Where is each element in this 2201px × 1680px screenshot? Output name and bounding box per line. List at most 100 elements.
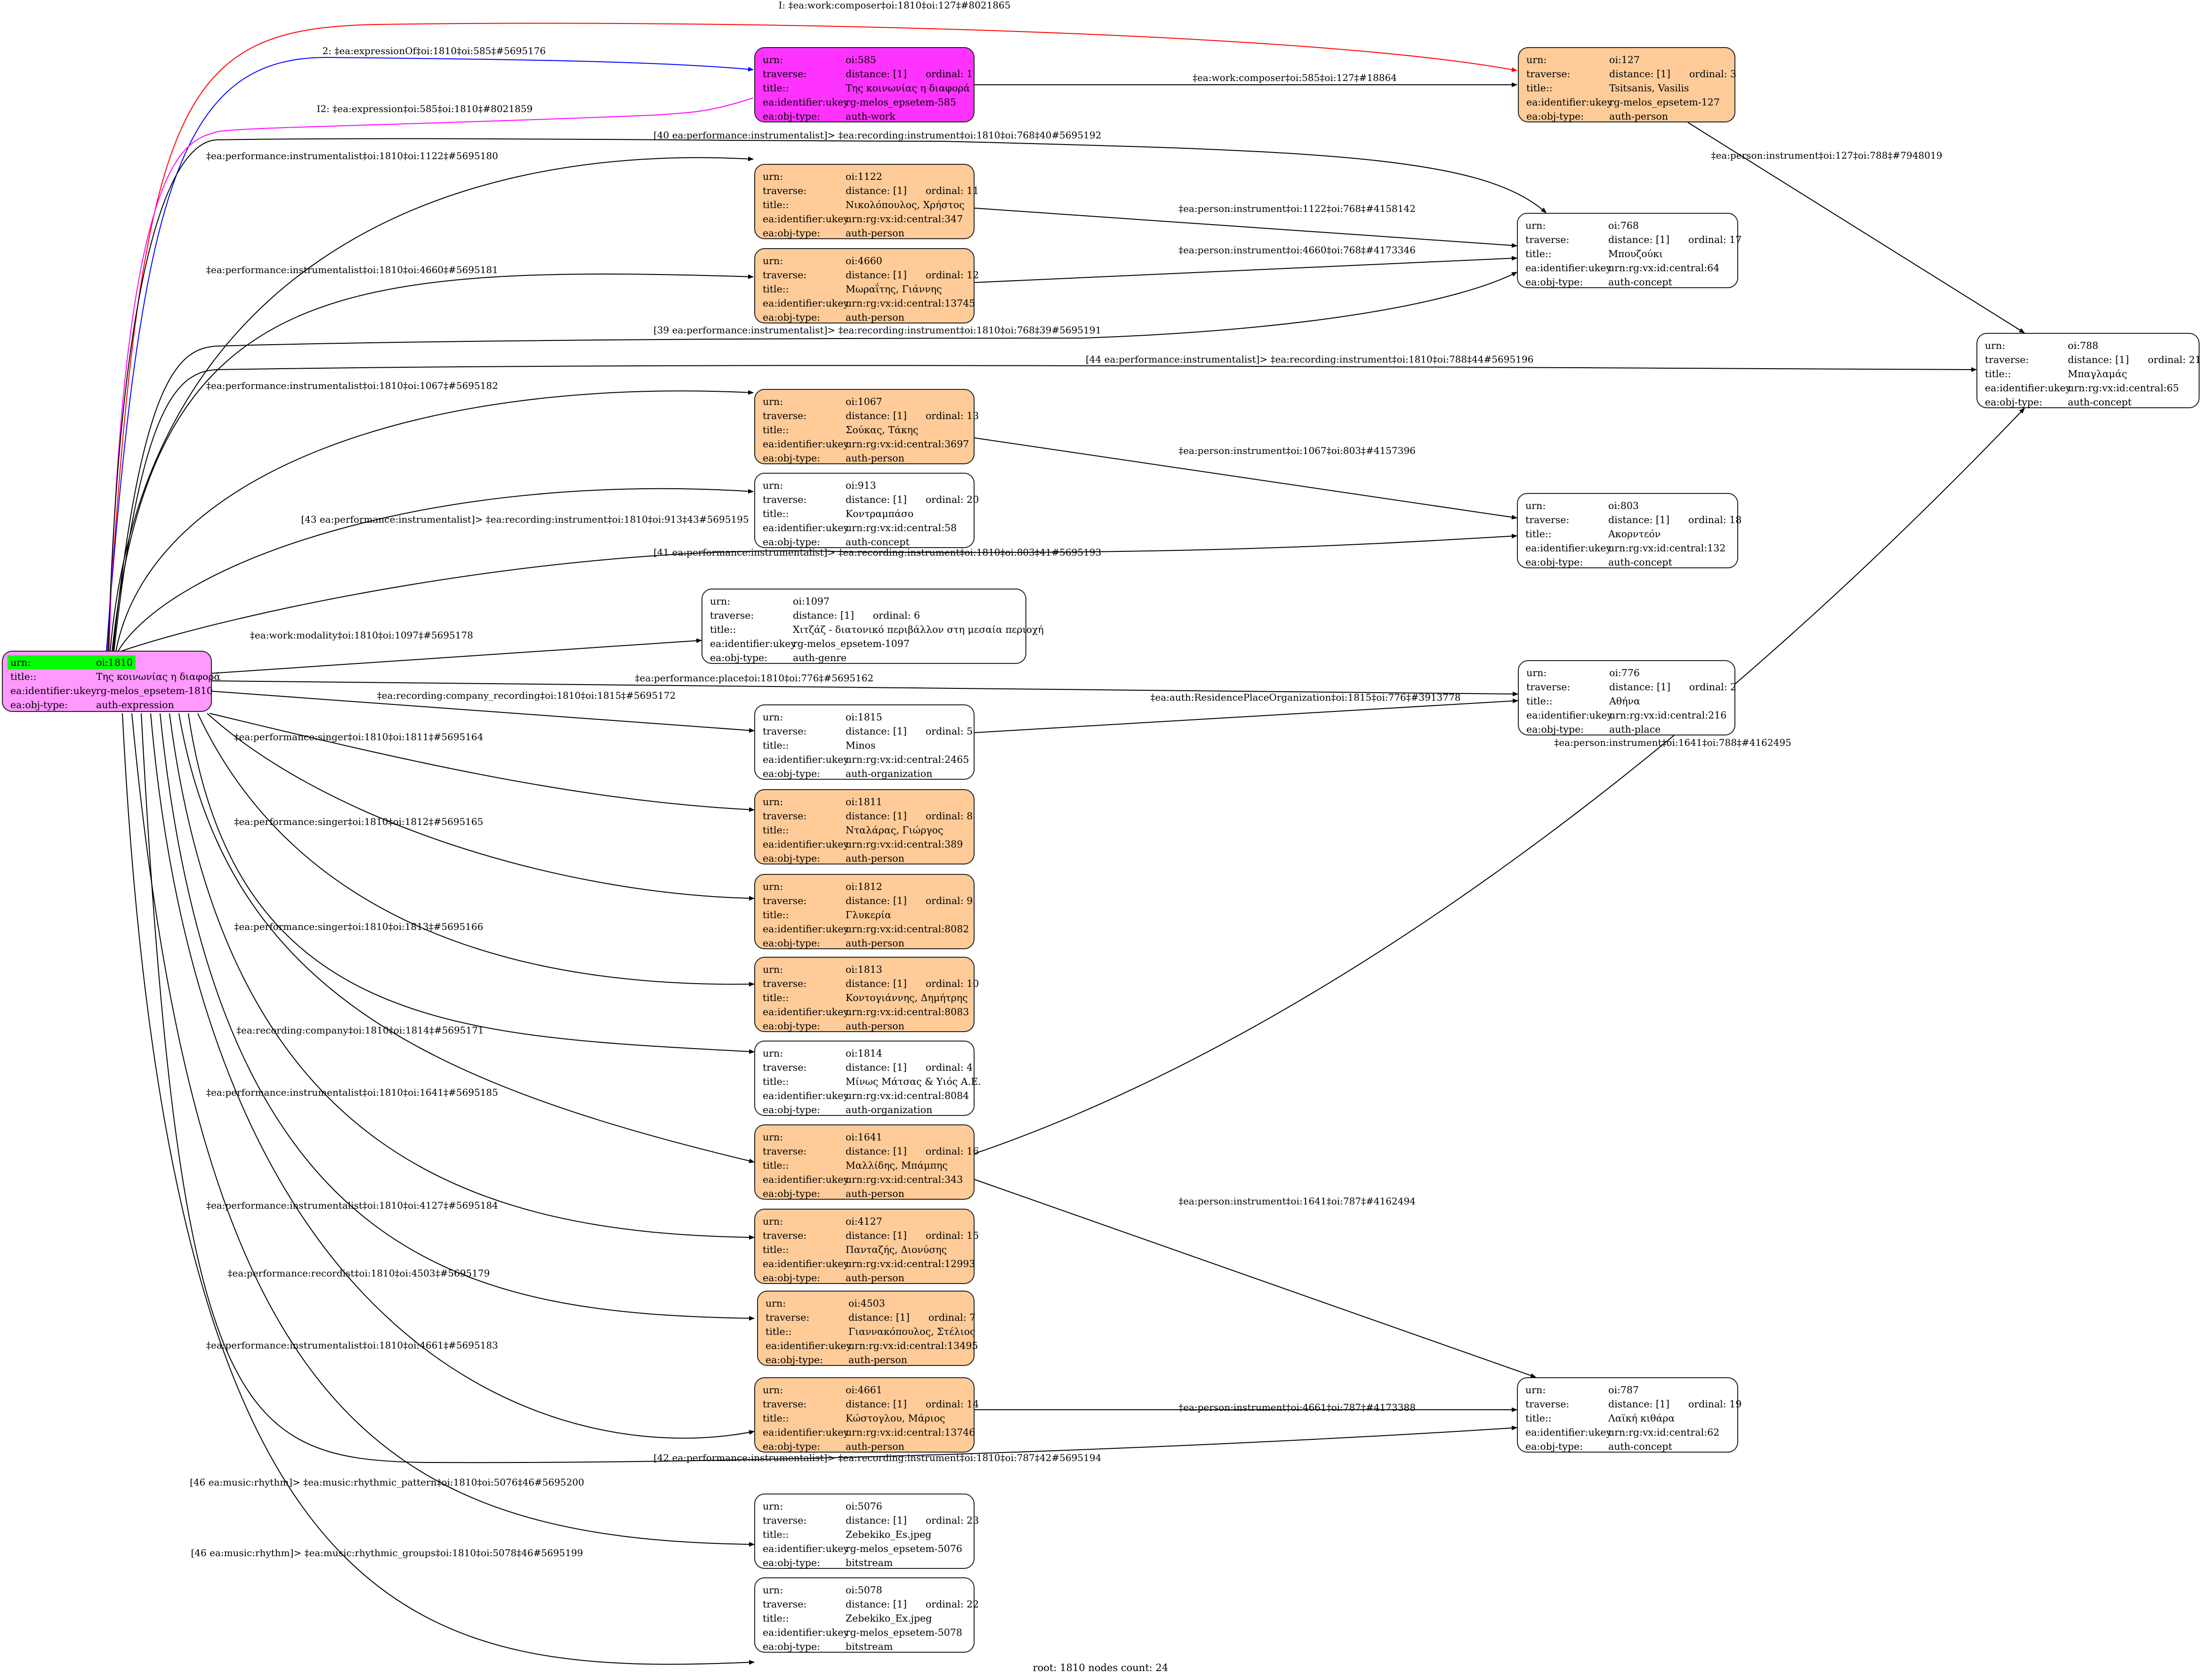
node-row-objtype: ea:obj-type:auth-concept [1525,555,1730,569]
objtype-value: auth-organization [846,768,933,779]
distance-value: distance: [1] [1609,681,1670,693]
field-label: traverse: [1525,514,1570,525]
title-value: Zebekiko_Es.jpeg [846,1529,932,1540]
edge-paths [106,23,2025,1665]
ordinal-value: ordinal: 5 [925,726,973,737]
title-value: Γλυκερία [846,909,892,921]
title-value: Μπουζούκι [1608,248,1663,259]
urn-value: oi:4503 [848,1298,885,1309]
field-label: ea:identifier:ukey [763,1543,849,1554]
node-row-title: title::Σούκας, Τάκης [763,423,966,437]
field-label: title:: [763,1613,789,1624]
field-label: ea:obj-type: [763,1641,820,1652]
edge-label: ‡ea:person:instrument‡oi:4661‡oi:787‡#41… [1178,1402,1416,1413]
node-row-urn: urn:oi:4660 [763,254,966,268]
urn-value: oi:1814 [846,1048,882,1059]
ukey-value: urn:rg:vx:id:central:13746 [846,1427,976,1438]
node-row-objtype: ea:obj-type:auth-person [763,1019,966,1033]
field-label: traverse: [763,494,807,505]
field-label: title:: [763,1076,789,1087]
node-row-traverse: traverse:distance: [1]ordinal: 11 [763,184,979,198]
field-label: traverse: [763,978,807,989]
field-label: ea:identifier:ukey [1526,97,1612,108]
edge-label: ‡ea:performance:singer‡oi:1810‡oi:1811‡#… [234,731,484,743]
node-row-traverse: traverse:distance: [1]ordinal: 18 [1525,513,1741,527]
ukey-value: urn:rg:vx:id:central:343 [846,1174,963,1185]
node-row-title: title::Μαλλίδης, Μπάμπης [763,1158,966,1172]
node-row-title: title::Κώστογλου, Μάριος [763,1411,966,1425]
distance-value: distance: [1] [846,1398,907,1410]
field-label: traverse: [763,810,807,822]
node-row-objtype: ea:obj-type:auth-person [763,1187,966,1201]
urn-value: oi:1810 [94,655,136,670]
node-row-urn: urn:oi:913 [763,478,966,493]
ukey-value: rg-melos_epsetem-585 [846,97,956,108]
field-label: ea:identifier:ukey [10,685,97,696]
objtype-value: auth-expression [96,699,174,711]
field-label: urn: [763,1216,783,1227]
edge-label: [41 ea:performance:instrumentalist]> ‡ea… [653,547,1101,558]
node-row-traverse: traverse:distance: [1]ordinal: 21 [1985,353,2201,367]
field-label: ea:identifier:ukey [1525,1427,1612,1438]
node-row-title: title::Λαϊκή κιθάρα [1525,1411,1730,1425]
urn-value: oi:4127 [846,1216,882,1227]
field-label: urn: [763,796,783,808]
field-label: ea:obj-type: [1525,276,1583,288]
urn-value: oi:4661 [846,1384,882,1396]
field-label: ea:obj-type: [763,853,820,864]
field-label: urn: [763,881,783,892]
edge-n1641-to-n787 [974,1179,1536,1378]
field-label: ea:identifier:ukey [763,97,849,108]
field-label: ea:identifier:ukey [1525,542,1612,554]
node-row-urn: urn: oi:1814 [763,1046,966,1060]
ordinal-value: ordinal: 17 [1688,234,1742,245]
title-value: Κοντραμπάσο [846,508,914,519]
field-label: urn: [763,1048,783,1059]
objtype-value: auth-person [846,1020,904,1032]
field-label: traverse: [1526,681,1571,693]
edge-label: ‡ea:person:instrument‡oi:4660‡oi:768‡#41… [1178,244,1416,256]
root-node[interactable]: urn: oi:1810 title:: Της κοινωνίας η δια… [2,651,220,712]
edge-root-to-n4127 [169,713,755,1240]
objtype-value: bitstream [846,1641,893,1652]
title-value: Κοντογιάννης, Δημήτρης [846,992,968,1003]
title-value: Πανταζής, Διονύσης [846,1244,947,1255]
node-row-traverse: traverse:distance: [1]ordinal: 17 [1525,233,1741,247]
node-row-objtype: ea:obj-type:auth-work [763,109,966,123]
field-label: traverse: [763,68,807,80]
node-row-traverse: traverse:distance: [1]ordinal: 5 [763,724,973,738]
distance-value: distance: [1] [846,68,907,80]
objtype-value: auth-work [846,111,895,122]
edge-n127-to-n788 [1687,122,2025,333]
title-value: Tsitsanis, Vasilis [1609,82,1689,94]
urn-value: oi:1813 [846,964,882,975]
